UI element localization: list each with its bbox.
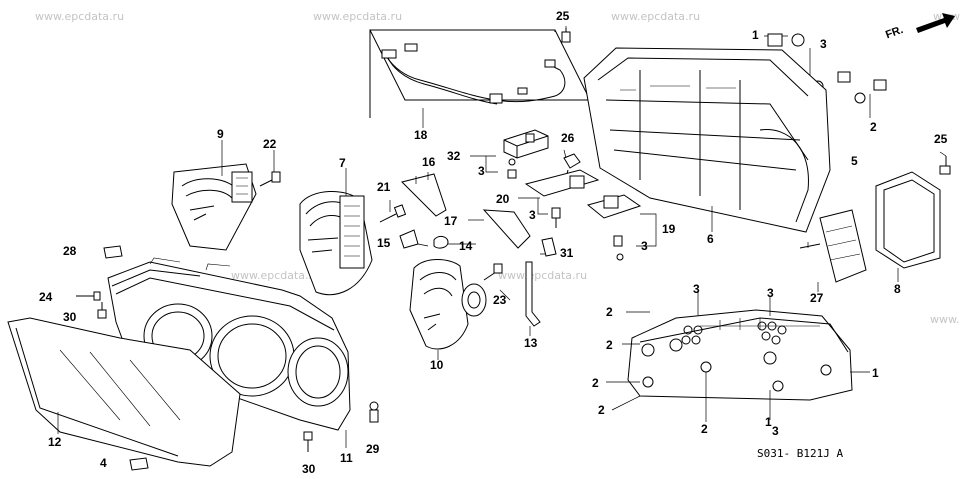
callout-30: 30 xyxy=(63,310,77,324)
callout-14: 14 xyxy=(459,239,473,253)
watermark: www.epcdata.ru xyxy=(498,269,588,282)
bracket-part-32 xyxy=(470,129,549,179)
meter-housing-part-11 xyxy=(107,257,351,448)
watermark: www.epcdata.ru xyxy=(35,10,125,23)
callout-3: 3 xyxy=(767,286,774,300)
callout-2: 2 xyxy=(606,338,613,352)
plate-part-20 xyxy=(518,169,600,228)
callout-17: 17 xyxy=(444,214,458,228)
callout-24: 24 xyxy=(39,290,53,304)
callout-20: 20 xyxy=(496,192,510,206)
callout-12: 12 xyxy=(48,435,62,449)
callout-25: 25 xyxy=(556,9,570,23)
callout-28: 28 xyxy=(63,244,77,258)
callout-2: 2 xyxy=(598,403,605,417)
callout-13: 13 xyxy=(524,336,538,350)
watermark: www.epcdata.ru xyxy=(313,10,403,23)
callout-2: 2 xyxy=(592,376,599,390)
callout-1: 1 xyxy=(872,366,879,380)
screw-part-21 xyxy=(379,204,407,223)
pad-part-4 xyxy=(129,457,149,471)
callout-3: 3 xyxy=(820,37,827,51)
screw-part-23 xyxy=(483,263,503,281)
callout-4: 4 xyxy=(100,456,107,470)
watermark: www.epcdata.ru xyxy=(231,269,321,282)
callout-16: 16 xyxy=(422,155,436,169)
callout-18: 18 xyxy=(414,128,428,142)
callout-23: 23 xyxy=(493,293,507,307)
bulb-part-29 xyxy=(369,401,379,423)
callout-6: 6 xyxy=(707,232,714,246)
watermark: www.epc xyxy=(930,313,960,326)
clip-part-28 xyxy=(103,245,123,259)
callout-5: 5 xyxy=(851,154,858,168)
callout-3: 3 xyxy=(529,208,536,222)
wire-harness-part-18 xyxy=(369,29,591,128)
callout-3: 3 xyxy=(693,282,700,296)
callout-19: 19 xyxy=(662,222,676,236)
callout-8: 8 xyxy=(894,282,901,296)
screw-part-30-lower xyxy=(303,431,313,452)
callout-9: 9 xyxy=(217,127,224,141)
module-part-27 xyxy=(799,209,867,292)
callout-29: 29 xyxy=(366,442,380,456)
gauge-part-9 xyxy=(171,140,257,251)
gasket-part-17 xyxy=(468,209,531,249)
callout-30: 30 xyxy=(302,462,316,476)
printed-circuit-board-assembly xyxy=(606,290,870,422)
gasket-part-16 xyxy=(401,172,447,217)
diagram-code: S031- B121J A xyxy=(757,447,844,460)
plate-part-19 xyxy=(586,194,657,261)
meter-lens-part-12 xyxy=(7,317,241,467)
pad-part-31 xyxy=(541,237,557,257)
callout-2: 2 xyxy=(870,120,877,134)
leader-lines xyxy=(273,26,947,301)
pad-part-15 xyxy=(399,229,419,249)
callout-32: 32 xyxy=(447,149,461,163)
screw-part-22 xyxy=(259,171,281,187)
callout-26: 26 xyxy=(561,131,575,145)
callout-15: 15 xyxy=(377,236,391,250)
pad-part-14 xyxy=(433,235,449,249)
printed-circuit-case-part-6 xyxy=(583,47,831,233)
control-box-part-8 xyxy=(875,171,941,282)
callout-22: 22 xyxy=(263,137,277,151)
callout-2: 2 xyxy=(606,305,613,319)
callout-7: 7 xyxy=(339,156,346,170)
screw-part-24 xyxy=(76,291,101,301)
callout-1: 1 xyxy=(765,415,772,429)
front-direction-arrow xyxy=(916,13,955,33)
callout-31: 31 xyxy=(560,246,574,260)
callout-3: 3 xyxy=(478,164,485,178)
speedometer-part-7 xyxy=(299,168,373,296)
callout-27: 27 xyxy=(810,291,824,305)
screw-part-25-right xyxy=(939,156,951,175)
screw-part-30-upper xyxy=(97,302,107,319)
callout-3: 3 xyxy=(772,424,779,438)
watermark: www.epcdata.ru xyxy=(611,10,701,23)
callout-2: 2 xyxy=(701,422,708,436)
tachometer-part-10 xyxy=(409,259,487,360)
callout-21: 21 xyxy=(377,180,391,194)
callout-3: 3 xyxy=(641,239,648,253)
reset-rod-part-13 xyxy=(525,261,541,336)
callout-25: 25 xyxy=(934,132,948,146)
callout-10: 10 xyxy=(430,358,444,372)
callout-1: 1 xyxy=(752,28,759,42)
callout-11: 11 xyxy=(340,451,353,465)
